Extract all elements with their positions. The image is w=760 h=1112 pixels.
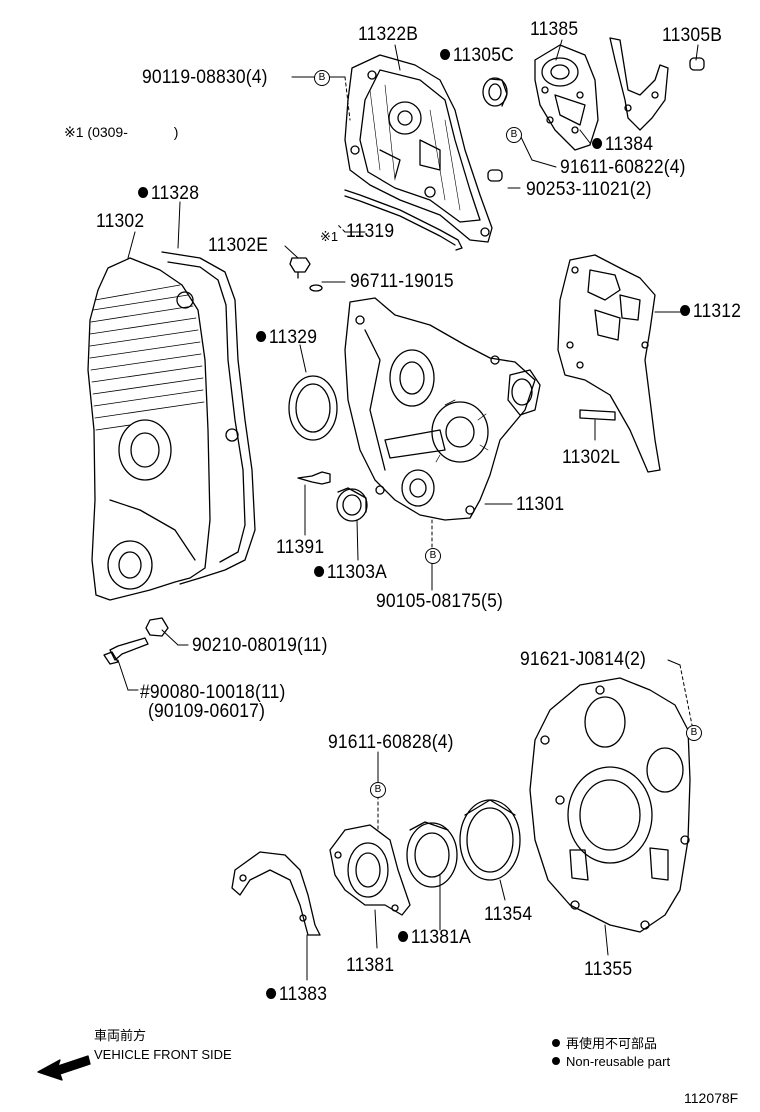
label-11381A-text: 11381A — [410, 927, 471, 948]
label-11312-text: 11312 — [692, 301, 742, 322]
part-11319-drawing — [344, 189, 463, 251]
non-reusable-dot-icon — [592, 138, 603, 149]
label-11305B: 11305B — [662, 25, 723, 46]
label-11302: 11302 — [96, 211, 145, 232]
part-11302E-drawing — [289, 257, 311, 279]
non-reusable-dot-icon — [256, 331, 267, 342]
part-11305B-drawing — [689, 57, 705, 71]
part-11354-drawing — [459, 799, 521, 881]
non-reusable-dot-icon — [314, 566, 325, 577]
label-96711: 96711-19015 — [350, 271, 454, 292]
part-11329-drawing — [288, 375, 338, 441]
front-side-en: VEHICLE FRONT SIDE — [94, 1047, 232, 1062]
legend-en: Non-reusable part — [552, 1054, 670, 1070]
label-11303A-text: 11303A — [326, 562, 387, 583]
label-91611-60828: 91611-60828(4) — [328, 732, 454, 753]
part-11301-drawing — [344, 297, 541, 521]
remark-mark-11319: ※1 — [320, 229, 339, 244]
label-91621: 91621-J0814(2) — [520, 649, 646, 670]
legend-jp-text: 再使用不可部品 — [566, 1036, 658, 1051]
label-90210: 90210-08019(11) — [192, 635, 328, 656]
non-reusable-dot-icon — [552, 1039, 560, 1047]
front-arrow-icon — [37, 1055, 91, 1081]
drawing-number: 112078F — [684, 1090, 739, 1106]
remark-close: ) — [173, 124, 179, 140]
non-reusable-dot-icon — [138, 187, 149, 198]
label-11354: 11354 — [484, 904, 533, 925]
part-11355-drawing — [529, 677, 691, 933]
legend-jp: 再使用不可部品 — [552, 1036, 657, 1052]
label-11328-text: 11328 — [150, 183, 200, 204]
part-11384-drawing — [609, 37, 669, 131]
part-11312-drawing — [557, 254, 661, 473]
label-11383-text: 11383 — [278, 984, 328, 1005]
non-reusable-dot-icon — [440, 49, 451, 60]
non-reusable-dot-icon — [552, 1057, 560, 1065]
part-11381-drawing — [329, 824, 411, 916]
label-11381: 11381 — [346, 955, 395, 976]
part-96711-drawing — [309, 284, 323, 292]
remark-note: ※1 (0309- ) — [64, 124, 178, 140]
bolt-drawing — [103, 617, 169, 665]
label-11302L: 11302L — [562, 447, 621, 468]
bolt-b-icon: B — [370, 782, 386, 798]
label-11319: 11319 — [346, 221, 395, 242]
non-reusable-dot-icon — [680, 305, 691, 316]
label-90119: 90119-08830(4) — [142, 67, 268, 88]
label-11305C-text: 11305C — [452, 45, 514, 66]
bolt-b-icon: B — [314, 70, 330, 86]
part-11322B-drawing — [344, 54, 493, 243]
part-11381A-drawing — [406, 821, 458, 888]
label-11384: 11384 — [592, 135, 653, 155]
non-reusable-dot-icon — [266, 988, 277, 999]
bolt-b-icon: B — [686, 725, 702, 741]
part-11303A-drawing — [336, 487, 368, 522]
label-11383: 11383 — [266, 985, 327, 1005]
part-11302L-drawing — [579, 409, 616, 421]
label-90105: 90105-08175(5) — [376, 591, 503, 612]
part-11328-drawing — [161, 251, 256, 585]
bolt-b-icon: B — [425, 548, 441, 564]
label-11355: 11355 — [584, 959, 633, 980]
label-11328: 11328 — [138, 184, 199, 204]
label-11384-text: 11384 — [604, 134, 654, 155]
label-91611-60822: 91611-60822(4) — [560, 157, 686, 178]
non-reusable-dot-icon — [398, 931, 409, 942]
bolt-b-icon: B — [506, 127, 522, 143]
label-90080: #90080-10018(11) — [140, 682, 286, 703]
label-11322B: 11322B — [358, 24, 419, 45]
label-11381A: 11381A — [398, 928, 471, 948]
label-90109: (90109-06017) — [148, 701, 266, 722]
part-11385-drawing — [534, 44, 599, 151]
part-11305C-drawing — [482, 77, 508, 107]
label-11391: 11391 — [276, 537, 325, 558]
part-11302-drawing — [87, 257, 211, 601]
part-11383-drawing — [231, 851, 321, 936]
label-11303A: 11303A — [314, 563, 387, 583]
label-11329-text: 11329 — [268, 327, 318, 348]
front-side-jp: 車両前方 — [94, 1028, 147, 1043]
label-11312: 11312 — [680, 302, 741, 322]
label-11302E: 11302E — [208, 235, 269, 256]
label-11385: 11385 — [530, 19, 579, 40]
legend-en-text: Non-reusable part — [566, 1054, 671, 1069]
label-90253: 90253-11021(2) — [526, 179, 652, 200]
part-90253-drawing — [487, 169, 503, 182]
label-11301: 11301 — [516, 494, 565, 515]
part-11391-drawing — [297, 471, 331, 485]
label-11305C: 11305C — [440, 46, 514, 66]
label-11329: 11329 — [256, 328, 317, 348]
remark-text: ※1 (0309- — [64, 124, 128, 140]
